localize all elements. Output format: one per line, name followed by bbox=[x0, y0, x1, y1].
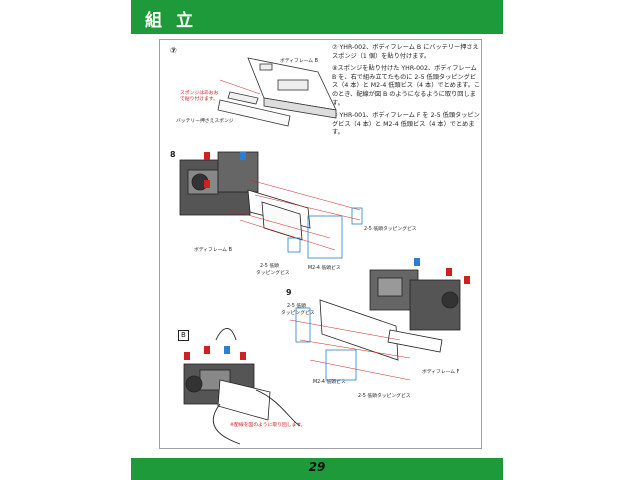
page-number: 29 bbox=[308, 460, 326, 474]
step-9-label: 9 bbox=[286, 288, 292, 297]
manual-page: 組立 ⑦ YHR-002、ボディフレーム B にバッテリー押さえスポンジ（1 個… bbox=[131, 0, 503, 480]
page-header: 組立 bbox=[131, 0, 503, 34]
figure-b-assembly bbox=[183, 363, 271, 421]
instruction-step-7: ⑦ YHR-002、ボディフレーム B にバッテリー押さえスポンジ（1 個）を貼… bbox=[332, 44, 479, 60]
figure-b-icons bbox=[184, 346, 246, 360]
step-8-label: 8 bbox=[170, 150, 176, 159]
page-footer: 29 bbox=[131, 458, 503, 480]
m24-screw-box-9 bbox=[325, 349, 357, 381]
label-frame-b-top: ボディフレーム B bbox=[280, 59, 318, 64]
label-m24-8: M2-4 低頭ビス bbox=[308, 266, 341, 271]
label-tapping-screw-8a: 2-5 低頭タッピングビス bbox=[364, 227, 417, 232]
label-frame-f: ボディフレーム F bbox=[422, 370, 460, 375]
m24-screw-box-8 bbox=[307, 215, 343, 259]
label-sponge-note: スポンジはあおおで貼り付けます。 bbox=[180, 91, 219, 102]
tapping-screw-box-8 bbox=[287, 237, 301, 253]
page-title: 組立 bbox=[145, 11, 207, 31]
tapping-screw-box-8b bbox=[351, 207, 363, 225]
label-tapping-screw-9a: 2-5 低頭 bbox=[287, 304, 306, 309]
instructions: ⑦ YHR-002、ボディフレーム B にバッテリー押さえスポンジ（1 個）を貼… bbox=[332, 44, 482, 142]
servo-icons-8 bbox=[204, 152, 246, 188]
label-frame-b-8: ボディフレーム B bbox=[194, 248, 232, 253]
screw-guides-9 bbox=[289, 319, 411, 381]
label-battery-sponge: バッテリー押さえスポンジ bbox=[176, 119, 234, 124]
servo-assembly-9 bbox=[319, 269, 461, 361]
tapping-screw-box-9 bbox=[295, 307, 311, 343]
label-m24-9: M2-4 低頭ビス bbox=[313, 380, 346, 385]
step-7-label: ⑦ bbox=[170, 46, 177, 55]
screw-guides-8 bbox=[229, 179, 361, 251]
figure-b-label: B bbox=[178, 330, 189, 341]
label-tapping-screw-9a2: タッピングビス bbox=[281, 311, 315, 316]
label-tapping-screw-8b: 2-5 低頭 bbox=[260, 264, 279, 269]
instruction-step-8: ⑧スポンジを貼り付けた YHR-002、ボディフレーム B を、右で組み立てたも… bbox=[332, 65, 481, 107]
assembly-panel: ⑦ YHR-002、ボディフレーム B にバッテリー押さえスポンジ（1 個）を貼… bbox=[159, 39, 482, 449]
figure-b-wires bbox=[212, 328, 301, 445]
servo-icons-9 bbox=[414, 258, 470, 284]
label-tapping-screw-8b2: タッピングビス bbox=[256, 271, 290, 276]
assembly-illustrations bbox=[179, 57, 470, 445]
label-tapping-screw-9b: 2-5 低頭タッピングビス bbox=[358, 394, 411, 399]
instruction-step-9: ⑨ YHR-001、ボディフレーム F を 2-5 低頭タッピングビス（4 本）… bbox=[332, 112, 480, 137]
label-wiring-note: ※配線を図のように取り回します。 bbox=[230, 423, 306, 428]
frame-b-plate-drawing bbox=[217, 57, 337, 127]
